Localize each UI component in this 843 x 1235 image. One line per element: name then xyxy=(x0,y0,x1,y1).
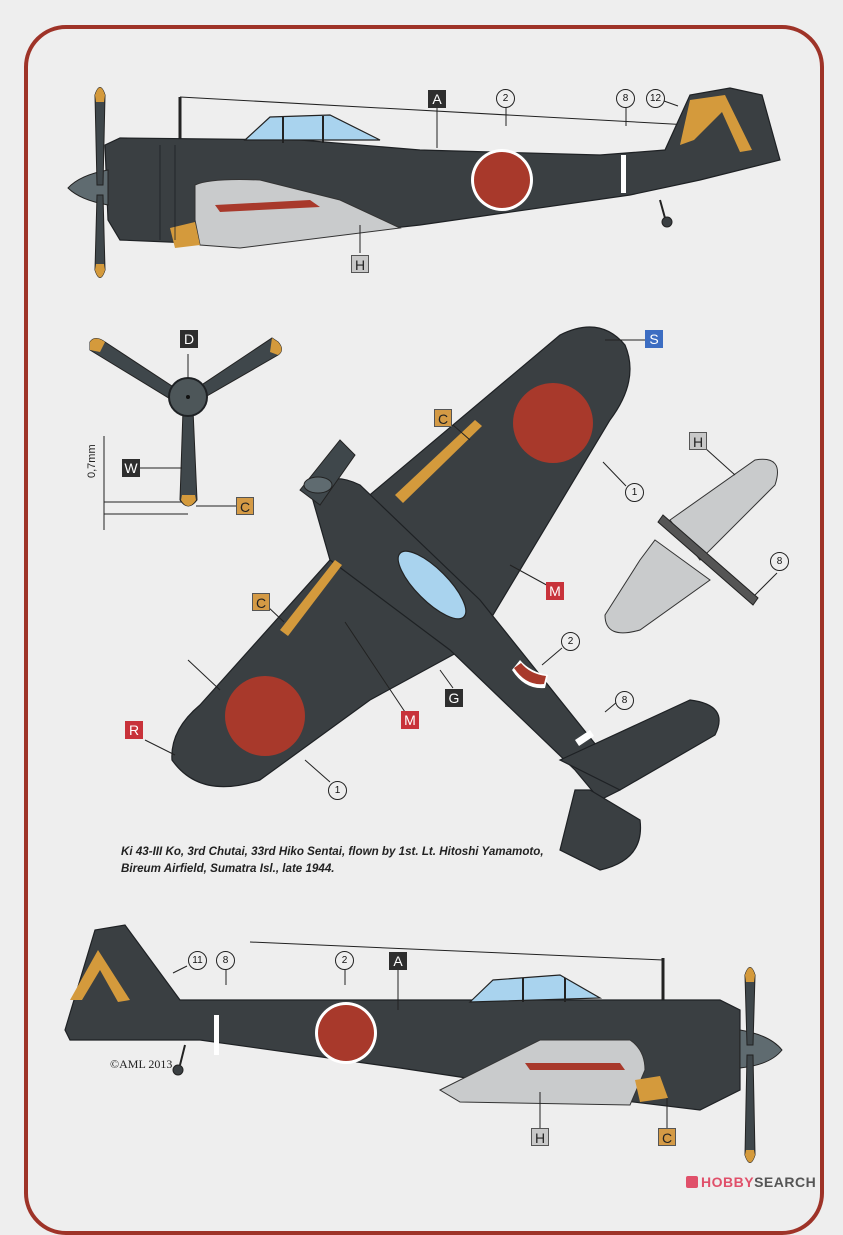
decal-number-8-tailplane: 8 xyxy=(770,552,789,571)
copyright-notice: ©AML 2013 xyxy=(110,1057,173,1071)
color-tag-d: D xyxy=(180,330,198,348)
watermark-logo-icon xyxy=(686,1176,698,1188)
decal-number-1-right-wing: 1 xyxy=(625,483,644,502)
decal-number-2: 2 xyxy=(496,89,515,108)
decal-number-8-fuselage: 8 xyxy=(615,691,634,710)
right-profile-view xyxy=(64,924,783,1163)
decal-number-1-left-wing: 1 xyxy=(328,781,347,800)
decal-number-2-bottom: 2 xyxy=(335,951,354,970)
watermark: HOBBYSEARCH xyxy=(686,1174,816,1190)
color-tag-c-left-wing: C xyxy=(252,593,270,611)
propeller-detail-view xyxy=(89,337,282,530)
watermark-part-1: HOBBY xyxy=(701,1174,755,1190)
color-tag-h-tailplane: H xyxy=(689,432,707,450)
color-tag-w: W xyxy=(122,459,140,477)
color-tag-g: G xyxy=(445,689,463,707)
color-tag-c: C xyxy=(236,497,254,515)
dimension-label: 0,7mm xyxy=(86,444,98,478)
aircraft-artwork: .dk{fill:#3a3f42;stroke:#1e2124;stroke-w… xyxy=(64,87,783,1163)
decal-number-8: 8 xyxy=(616,89,635,108)
decal-number-11: 11 xyxy=(188,951,207,970)
color-tag-c-right-wing: C xyxy=(434,409,452,427)
caption-line-2: Bireum Airfield, Sumatra Isl., late 1944… xyxy=(121,862,335,875)
color-tag-h: H xyxy=(351,255,369,273)
color-tag-m-right: M xyxy=(546,582,564,600)
color-tag-m-left: M xyxy=(401,711,419,729)
color-tag-r: R xyxy=(125,721,143,739)
watermark-part-2: SEARCH xyxy=(754,1174,817,1190)
decal-number-8-bottom: 8 xyxy=(216,951,235,970)
tailplane-underside-view xyxy=(604,447,778,634)
color-tag-s: S xyxy=(645,330,663,348)
color-tag-h-bottom: H xyxy=(531,1128,549,1146)
aircraft-caption: Ki 43-III Ko, 3rd Chutai, 33rd Hiko Sent… xyxy=(121,843,544,877)
decal-number-12: 12 xyxy=(646,89,665,108)
left-profile-view xyxy=(67,87,781,278)
caption-line-1: Ki 43-III Ko, 3rd Chutai, 33rd Hiko Sent… xyxy=(121,845,544,858)
decal-number-2-fuselage: 2 xyxy=(561,632,580,651)
color-tag-c-bottom: C xyxy=(658,1128,676,1146)
color-tag-a: A xyxy=(428,90,446,108)
top-view xyxy=(144,326,720,871)
color-tag-a-bottom: A xyxy=(389,952,407,970)
